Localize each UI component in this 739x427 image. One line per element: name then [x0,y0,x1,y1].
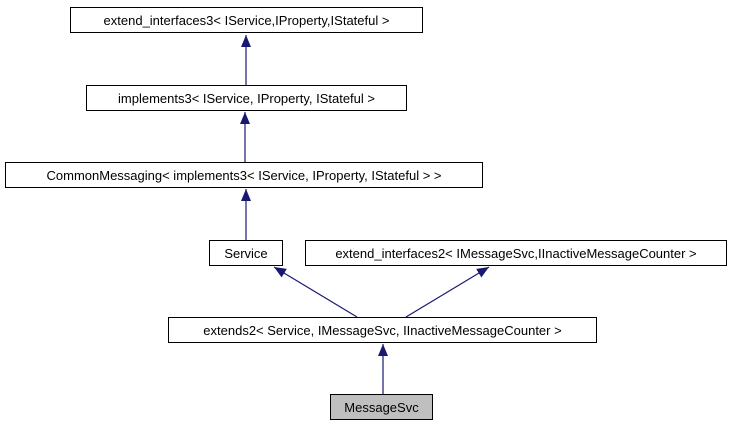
node-extend_interfaces3[interactable]: extend_interfaces3< IService,IProperty,I… [70,7,423,33]
node-label: extend_interfaces3< IService,IProperty,I… [103,12,390,28]
node-label: Service [224,245,268,261]
node-label: implements3< IService, IProperty, IState… [118,90,375,106]
inheritance-arrow-extends2-to-extend_interfaces2 [405,266,490,318]
node-MessageSvc: MessageSvc [330,394,433,420]
node-label: CommonMessaging< implements3< IService, … [46,167,442,183]
node-implements3[interactable]: implements3< IService, IProperty, IState… [86,85,407,111]
node-extend_interfaces2[interactable]: extend_interfaces2< IMessageSvc,IInactiv… [305,240,727,266]
node-label: MessageSvc [344,399,419,415]
node-Service[interactable]: Service [209,240,283,266]
node-CommonMessaging[interactable]: CommonMessaging< implements3< IService, … [5,162,483,188]
node-extends2[interactable]: extends2< Service, IMessageSvc, IInactiv… [168,317,597,343]
node-label: extends2< Service, IMessageSvc, IInactiv… [203,322,562,338]
inheritance-arrow-extends2-to-Service [273,266,358,318]
node-label: extend_interfaces2< IMessageSvc,IInactiv… [335,245,697,261]
